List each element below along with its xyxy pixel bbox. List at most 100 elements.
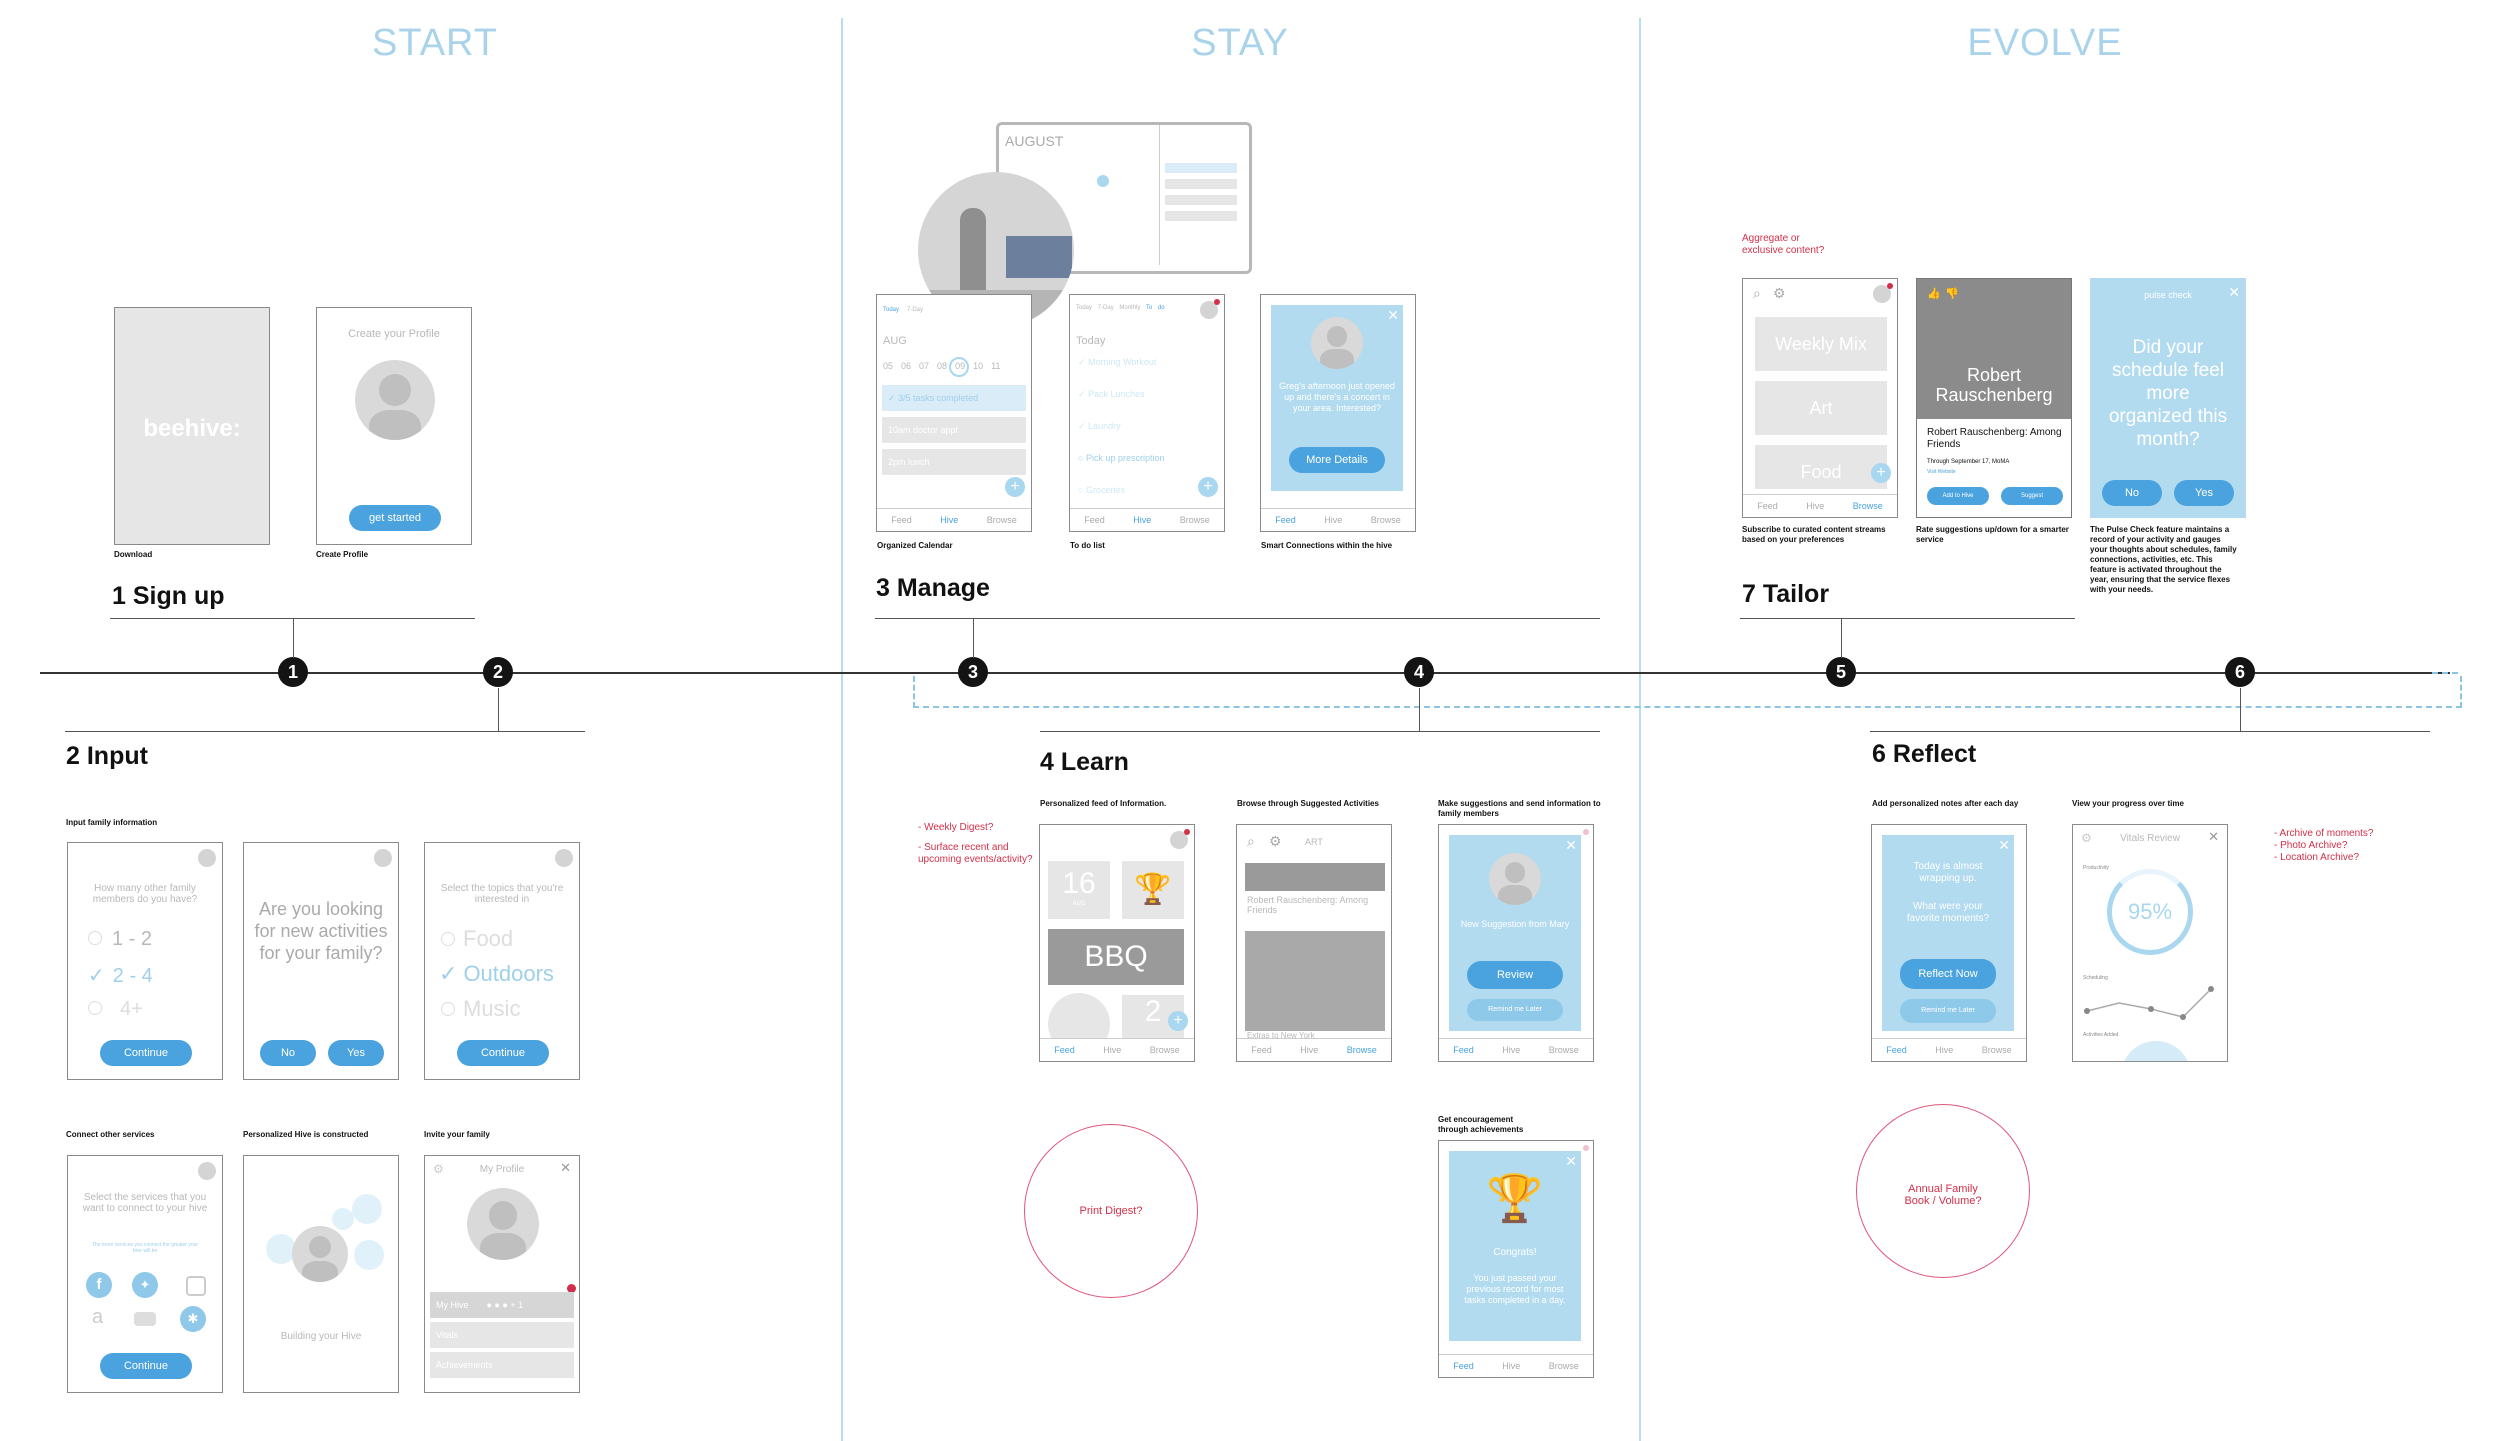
tab-hive[interactable]: Hive: [1103, 1045, 1121, 1055]
date-cell[interactable]: 05: [883, 361, 893, 371]
search-icon[interactable]: ⌕: [1247, 833, 1255, 850]
art-image[interactable]: [1245, 863, 1385, 891]
art-tile[interactable]: Art: [1755, 381, 1887, 435]
close-icon[interactable]: ✕: [2208, 829, 2219, 845]
topic-music[interactable]: Music: [441, 996, 520, 1022]
timeline-node-3[interactable]: 3: [958, 657, 988, 687]
youtube-icon[interactable]: [134, 1312, 156, 1326]
search-icon[interactable]: ⌕: [1753, 285, 1761, 302]
review-button[interactable]: Review: [1467, 961, 1563, 989]
tab-browse[interactable]: Browse: [1549, 1361, 1579, 1371]
close-icon[interactable]: ✕: [1998, 837, 2010, 854]
remind-later-button[interactable]: Remind me Later: [1467, 999, 1563, 1021]
tab-feed[interactable]: Feed: [1453, 1361, 1474, 1371]
add-icon[interactable]: +: [1168, 1011, 1188, 1031]
weekly-mix-tile[interactable]: Weekly Mix: [1755, 317, 1887, 371]
todo-item[interactable]: ○ Groceries: [1078, 485, 1125, 495]
todo-item[interactable]: ✓ Pack Lunches: [1078, 389, 1145, 400]
remind-later-button[interactable]: Remind me Later: [1900, 999, 1996, 1023]
tab-browse[interactable]: Browse: [1549, 1045, 1579, 1055]
yes-button[interactable]: Yes: [2174, 480, 2234, 506]
continue-button[interactable]: Continue: [457, 1040, 549, 1066]
close-icon[interactable]: ✕: [2228, 284, 2240, 301]
instagram-icon[interactable]: [186, 1276, 206, 1296]
add-icon[interactable]: +: [1005, 477, 1025, 497]
gallery-image[interactable]: [1245, 931, 1385, 1031]
tab-browse[interactable]: Browse: [1371, 515, 1401, 525]
amazon-icon[interactable]: a: [92, 1306, 103, 1329]
avatar[interactable]: [198, 1162, 216, 1180]
tab-hive[interactable]: Hive: [1806, 501, 1824, 511]
reflect-now-button[interactable]: Reflect Now: [1900, 959, 1996, 989]
todo-item[interactable]: ✓ Laundry: [1078, 421, 1121, 432]
tab-hive[interactable]: Hive: [1300, 1045, 1318, 1055]
avatar[interactable]: [555, 849, 573, 867]
tab-browse[interactable]: Browse: [1180, 515, 1210, 525]
tab-hive[interactable]: Hive: [1935, 1045, 1953, 1055]
continue-button[interactable]: Continue: [100, 1353, 192, 1379]
tab-browse[interactable]: Browse: [987, 515, 1017, 525]
topic-outdoors[interactable]: ✓Outdoors: [439, 961, 554, 987]
close-icon[interactable]: ✕: [1387, 307, 1399, 324]
tab-feed[interactable]: Feed: [1084, 515, 1105, 525]
tab-browse[interactable]: Browse: [1853, 501, 1883, 511]
trophy-tile[interactable]: 🏆: [1122, 861, 1184, 919]
tab-feed[interactable]: Feed: [1757, 501, 1778, 511]
option-2-4[interactable]: ✓2 - 4: [88, 963, 153, 988]
selected-date[interactable]: [949, 357, 969, 377]
food-tile[interactable]: Food: [1755, 445, 1887, 489]
timeline-node-5[interactable]: 5: [1826, 657, 1856, 687]
thumbs-down-icon[interactable]: 👎: [1945, 287, 1959, 300]
settings-icon[interactable]: ⚙: [1269, 833, 1282, 850]
tab-browse[interactable]: Browse: [1982, 1045, 2012, 1055]
tasks-completed-row[interactable]: ✓ 3/5 tasks completed: [882, 385, 1026, 411]
no-button[interactable]: No: [260, 1040, 316, 1066]
twitter-icon[interactable]: ✦: [132, 1272, 158, 1298]
date-cell[interactable]: 06: [901, 361, 911, 371]
timeline-node-6[interactable]: 6: [2225, 657, 2255, 687]
close-icon[interactable]: ✕: [1565, 1153, 1577, 1170]
tab-feed[interactable]: Feed: [1054, 1045, 1075, 1055]
profile-avatar[interactable]: [467, 1188, 539, 1260]
more-details-button[interactable]: More Details: [1289, 447, 1385, 473]
timeline-node-1[interactable]: 1: [278, 657, 308, 687]
yelp-icon[interactable]: ✱: [180, 1306, 206, 1332]
no-button[interactable]: No: [2102, 480, 2162, 506]
close-icon[interactable]: ✕: [1565, 837, 1577, 854]
get-started-button[interactable]: get started: [349, 505, 441, 531]
tab-browse[interactable]: Browse: [1347, 1045, 1377, 1055]
add-icon[interactable]: +: [1198, 477, 1218, 497]
settings-icon[interactable]: ⚙: [1773, 285, 1786, 302]
tab-hive[interactable]: Hive: [1324, 515, 1342, 525]
close-icon[interactable]: ✕: [560, 1160, 571, 1176]
timeline-node-4[interactable]: 4: [1404, 657, 1434, 687]
tab-hive[interactable]: Hive: [1502, 1045, 1520, 1055]
timeline-node-2[interactable]: 2: [483, 657, 513, 687]
suggest-button[interactable]: Suggest: [2001, 487, 2063, 505]
add-icon[interactable]: +: [1871, 463, 1891, 483]
profile-avatar[interactable]: [355, 360, 435, 440]
date-cell[interactable]: 08: [937, 361, 947, 371]
todo-item[interactable]: ✓ Morning Workout: [1078, 357, 1156, 368]
visit-website-link[interactable]: Visit Website: [1927, 469, 1956, 475]
topic-food[interactable]: Food: [441, 926, 513, 952]
avatar[interactable]: [374, 849, 392, 867]
tab-feed[interactable]: Feed: [891, 515, 912, 525]
option-1-2[interactable]: 1 - 2: [88, 928, 152, 951]
tab-feed[interactable]: Feed: [1251, 1045, 1272, 1055]
tab-hive[interactable]: Hive: [1502, 1361, 1520, 1371]
tab-hive[interactable]: Hive: [1133, 515, 1151, 525]
tab-feed[interactable]: Feed: [1886, 1045, 1907, 1055]
date-cell[interactable]: 11: [991, 361, 1000, 371]
date-cell[interactable]: 07: [919, 361, 929, 371]
date-cell[interactable]: 10: [973, 361, 983, 371]
bbq-tile[interactable]: BBQ: [1048, 929, 1184, 985]
tab-feed[interactable]: Feed: [1275, 515, 1296, 525]
thumbs-up-icon[interactable]: 👍: [1927, 287, 1941, 300]
add-to-hive-button[interactable]: Add to Hive: [1927, 487, 1989, 505]
option-4-plus[interactable]: 4+: [88, 998, 143, 1021]
avatar[interactable]: [198, 849, 216, 867]
lunch-row[interactable]: 2pm lunch: [882, 449, 1026, 475]
achievements-row[interactable]: Achievements: [430, 1352, 574, 1378]
